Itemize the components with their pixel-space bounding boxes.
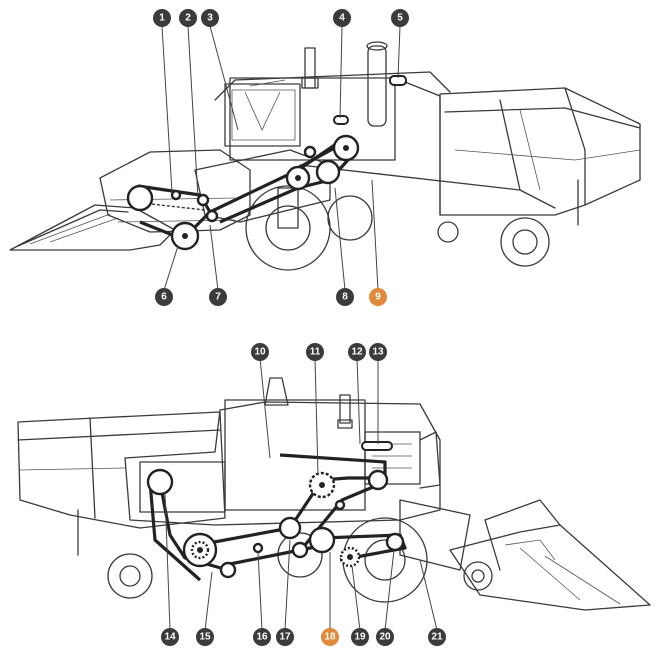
svg-text:11: 11 [310, 347, 321, 358]
svg-text:5: 5 [397, 13, 403, 24]
callout-13: 13 [369, 343, 387, 361]
callout-21: 21 [428, 628, 446, 646]
svg-text:1: 1 [159, 13, 165, 24]
svg-text:16: 16 [256, 632, 268, 643]
callout-7: 7 [209, 288, 227, 306]
svg-text:15: 15 [199, 632, 211, 643]
callout-15: 15 [196, 628, 214, 646]
svg-text:8: 8 [342, 292, 348, 303]
svg-text:3: 3 [207, 13, 213, 24]
svg-text:2: 2 [185, 13, 191, 24]
callout-11: 11 [306, 343, 324, 361]
leader-lines [161, 25, 438, 631]
svg-text:12: 12 [351, 347, 363, 358]
callout-2: 2 [179, 9, 197, 27]
svg-text:21: 21 [431, 632, 443, 643]
svg-text:14: 14 [164, 632, 176, 643]
svg-text:18: 18 [324, 632, 336, 643]
svg-text:20: 20 [379, 632, 391, 643]
svg-text:4: 4 [339, 13, 345, 24]
callout-17: 17 [276, 628, 294, 646]
callout-3: 3 [201, 9, 219, 27]
svg-text:7: 7 [215, 292, 221, 303]
callout-14: 14 [161, 628, 179, 646]
callout-6: 6 [155, 288, 173, 306]
callout-9: 9 [369, 288, 387, 306]
callout-10: 10 [251, 343, 269, 361]
combine-right-side-view [17, 377, 651, 611]
callout-16: 16 [253, 628, 271, 646]
svg-text:10: 10 [254, 347, 266, 358]
callout-20: 20 [376, 628, 394, 646]
callout-12: 12 [348, 343, 366, 361]
callout-4: 4 [333, 9, 351, 27]
callout-19: 19 [351, 628, 369, 646]
svg-text:19: 19 [354, 632, 366, 643]
combine-left-side-view [9, 41, 641, 271]
callout-18: 18 [321, 628, 339, 646]
svg-text:9: 9 [375, 292, 381, 303]
callout-1: 1 [153, 9, 171, 27]
svg-text:13: 13 [372, 347, 384, 358]
svg-text:17: 17 [279, 632, 291, 643]
callout-8: 8 [336, 288, 354, 306]
callout-5: 5 [391, 9, 409, 27]
svg-text:6: 6 [161, 292, 167, 303]
